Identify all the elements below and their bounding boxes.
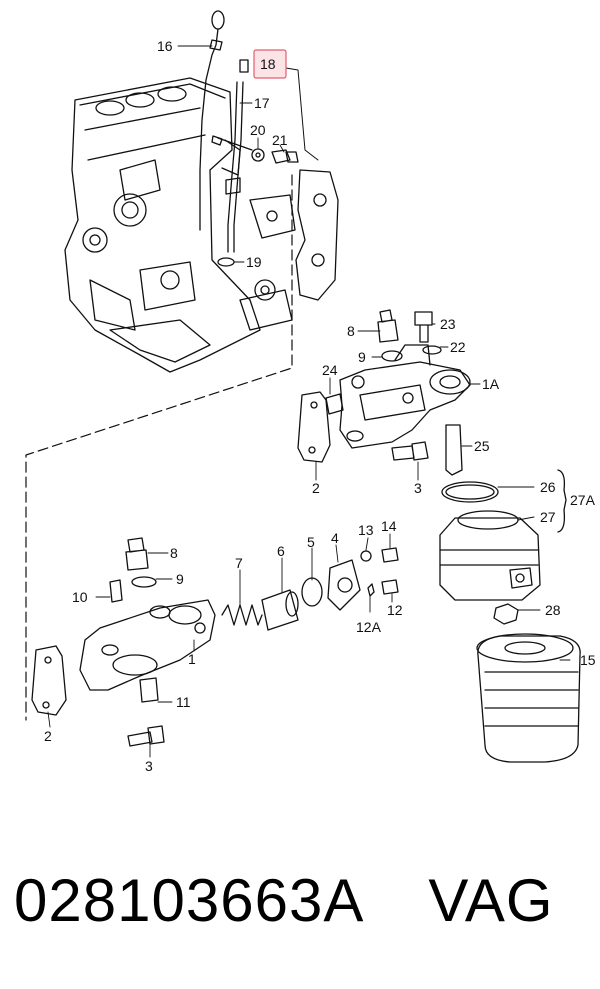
seal-ring [422,345,442,355]
cover [327,559,361,611]
callout-4: 4 [331,530,339,546]
callout-12: 12 [387,602,403,618]
callout-1A: 1A [482,376,500,392]
callout-19: 19 [246,254,262,270]
callout-7: 7 [235,555,243,571]
callout-23: 23 [440,316,456,332]
caption: 028103663A VAG [14,866,594,956]
callout-22: 22 [450,339,466,355]
oil-pressure-switch [109,579,123,603]
callout-3-lower: 3 [145,758,153,774]
callout-12A: 12A [356,619,382,635]
dipstick [199,10,225,231]
callout-21: 21 [272,132,288,148]
callout-26: 26 [540,479,556,495]
oil-filter [476,633,581,763]
callout-9-lower: 9 [176,571,184,587]
callout-15: 15 [580,652,596,668]
hex-nut [493,603,519,625]
gasket [297,391,331,463]
group-brace [557,469,567,533]
callout-6: 6 [277,543,285,559]
callout-27: 27 [540,509,556,525]
callout-8-lower: 8 [170,545,178,561]
washer-13 [360,550,372,562]
oil-filter-bracket-upper [339,344,471,449]
sealing-ring-lower [131,576,157,588]
callout-27A: 27A [570,492,596,508]
callout-13: 13 [358,522,374,538]
callout-5: 5 [307,534,315,550]
sealing-ring [381,350,403,362]
callout-20: 20 [250,122,266,138]
callout-24: 24 [322,362,338,378]
bolt-12 [381,579,399,595]
washer [251,148,265,162]
callout-9-upper: 9 [358,349,366,365]
callout-1: 1 [188,651,196,667]
valve-piston [261,589,299,631]
oil-cooler [439,510,541,601]
mounting-bracket [249,169,339,301]
o-ring-lower [301,577,323,607]
threaded-pipe [445,424,463,476]
callout-11: 11 [176,694,191,710]
callout-8-upper: 8 [347,323,355,339]
callout-14: 14 [381,518,397,534]
plug [325,393,344,415]
highlight-box [253,49,287,79]
bolt-upper [391,441,429,461]
callout-18: 18 [260,56,276,72]
callout-28: 28 [545,602,561,618]
dipstick-guide-tube [211,59,253,253]
bolt-lower [127,725,165,747]
plug-lower [139,677,159,703]
callout-16: 16 [157,38,173,54]
spring-washer [367,583,375,597]
callout-2-lower: 2 [44,728,52,744]
hex-bolt [414,311,433,343]
part-number: 028103663A [14,867,365,934]
bolt [271,149,299,164]
gasket-lower [31,645,67,716]
spring [221,604,263,626]
screw-plug-lower [125,537,149,571]
leader-lines [47,45,571,758]
screw-plug [377,309,399,343]
oil-filter-bracket-lower [79,599,216,691]
o-ring [217,257,235,267]
brand-name: VAG [428,867,554,934]
bolt-14 [381,547,399,563]
callout-25: 25 [474,438,490,454]
callout-17: 17 [254,95,270,111]
callout-2-upper: 2 [312,480,320,496]
callout-10: 10 [72,589,88,605]
oil-cooler-seal [441,481,499,503]
callout-3-upper: 3 [414,480,422,496]
